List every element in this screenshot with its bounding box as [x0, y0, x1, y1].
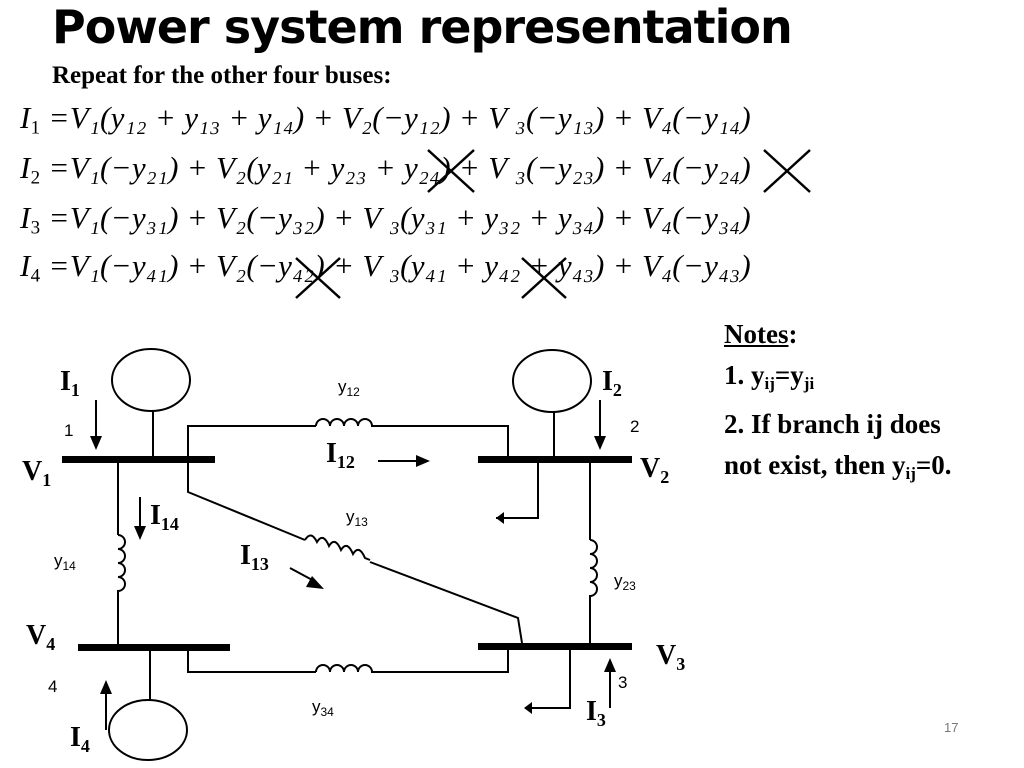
inductor-y13: [304, 534, 371, 561]
eq2-lhs-sub: 2: [30, 167, 41, 189]
admittance-label-y14: y14: [54, 551, 76, 573]
current-label-I14: I14: [150, 500, 179, 534]
buses: [62, 456, 632, 651]
generator-4-icon: [108, 699, 188, 761]
current-label-I13: I13: [240, 540, 269, 574]
equation-4: I4 =V₁(−y₄₁) + V₂(−y₄₂) + V ₃(y₄₁ + y₄₂ …: [20, 248, 751, 288]
bus-number-1: 1: [64, 421, 73, 440]
bus-label-V4: V4: [26, 620, 55, 654]
eq1-lhs: I: [20, 100, 31, 135]
arrowhead-load-bus-3: [524, 702, 532, 714]
bus-label-V3: V3: [656, 640, 685, 674]
eq2-rhs: =V₁(−y₂₁) + V₂(y₂₁ + y₂₃ + y₂₄) + V ₃(−y…: [48, 150, 751, 185]
notes-line-3: not exist, then yij=0.: [724, 450, 952, 484]
notes-line-1: 1. yij=yji: [724, 360, 815, 394]
cross-out-y24-eq2-second: [763, 149, 811, 193]
current-label-I2: I2: [602, 366, 622, 400]
slide-title: Power system representation: [52, 0, 793, 54]
admittance-label-y13: y13: [346, 507, 368, 529]
admittance-label-y23: y23: [614, 571, 636, 593]
generator-1-icon: [111, 348, 191, 412]
equation-3: I3 =V₁(−y₃₁) + V₂(−y₃₂) + V ₃(y₃₁ + y₃₂ …: [20, 200, 751, 240]
bus-1: [62, 456, 215, 463]
current-label-I4: I4: [70, 722, 90, 756]
current-label-I12: I12: [326, 438, 355, 472]
bus-2: [478, 456, 632, 463]
eq4-rhs: =V₁(−y₄₁) + V₂(−y₄₂) + V ₃(y₄₁ + y₄₂ + y…: [48, 248, 751, 283]
branch-3-4: [187, 650, 509, 673]
notes-heading: Notes:: [724, 319, 798, 349]
current-label-I3: I3: [586, 696, 606, 730]
cross-out-y42-eq4: [295, 257, 341, 299]
slide-subtitle: Repeat for the other four buses:: [52, 62, 392, 89]
cross-out-y42-eq4-second: [521, 257, 567, 299]
page-number: 17: [944, 720, 959, 735]
eq3-lhs-sub: 3: [30, 217, 41, 239]
inductor-y23: [589, 539, 598, 598]
generators: [108, 348, 592, 761]
bus-label-V1: V1: [22, 456, 51, 490]
admittance-label-y34: y34: [312, 697, 334, 719]
arrows: [90, 400, 616, 730]
bus-number-2: 2: [630, 417, 639, 436]
eq4-lhs-sub: 4: [30, 265, 41, 287]
load-bus-3: [530, 650, 571, 709]
eq3-rhs: =V₁(−y₃₁) + V₂(−y₃₂) + V ₃(y₃₁ + y₃₂ + y…: [48, 200, 751, 235]
load-bus-2: [496, 463, 539, 519]
eq1-rhs: =V₁(y₁₂ + y₁₃ + y₁₄) + V₂(−y₁₂) + V ₃(−y…: [48, 100, 751, 135]
branch-1-2: [187, 425, 509, 456]
bus-label-V2: V2: [640, 453, 669, 487]
bus-number-3: 3: [618, 673, 627, 692]
notes-line-2: 2. If branch ij does: [724, 409, 941, 440]
bus-3: [478, 643, 632, 650]
bus-number-4: 4: [48, 677, 57, 696]
inductor-y34: [315, 664, 374, 673]
eq1-lhs-sub: 1: [30, 117, 41, 139]
arrowhead-load-bus-2: [496, 512, 504, 524]
inductor-y14: [117, 534, 126, 595]
generator-2-icon: [512, 349, 592, 413]
equation-2: I2 =V₁(−y₂₁) + V₂(y₂₁ + y₂₃ + y₂₄) + V ₃…: [20, 150, 751, 190]
branch-1-3: [187, 463, 523, 644]
equation-1: I1 =V₁(y₁₂ + y₁₃ + y₁₄) + V₂(−y₁₂) + V ₃…: [20, 100, 751, 140]
bus-4: [78, 644, 230, 651]
eq3-lhs: I: [20, 200, 31, 235]
current-label-I1: I1: [60, 366, 80, 400]
admittance-label-y12: y12: [338, 377, 360, 399]
eq4-lhs: I: [20, 248, 31, 283]
notes-box: Notes: 1. yij=yji 2. If branch ij does n…: [724, 314, 952, 494]
cross-out-y24-eq2: [427, 149, 475, 193]
branches: [117, 418, 598, 709]
eq2-lhs: I: [20, 150, 31, 185]
inductor-y12: [315, 418, 374, 427]
cross-out-marks: [295, 149, 811, 299]
